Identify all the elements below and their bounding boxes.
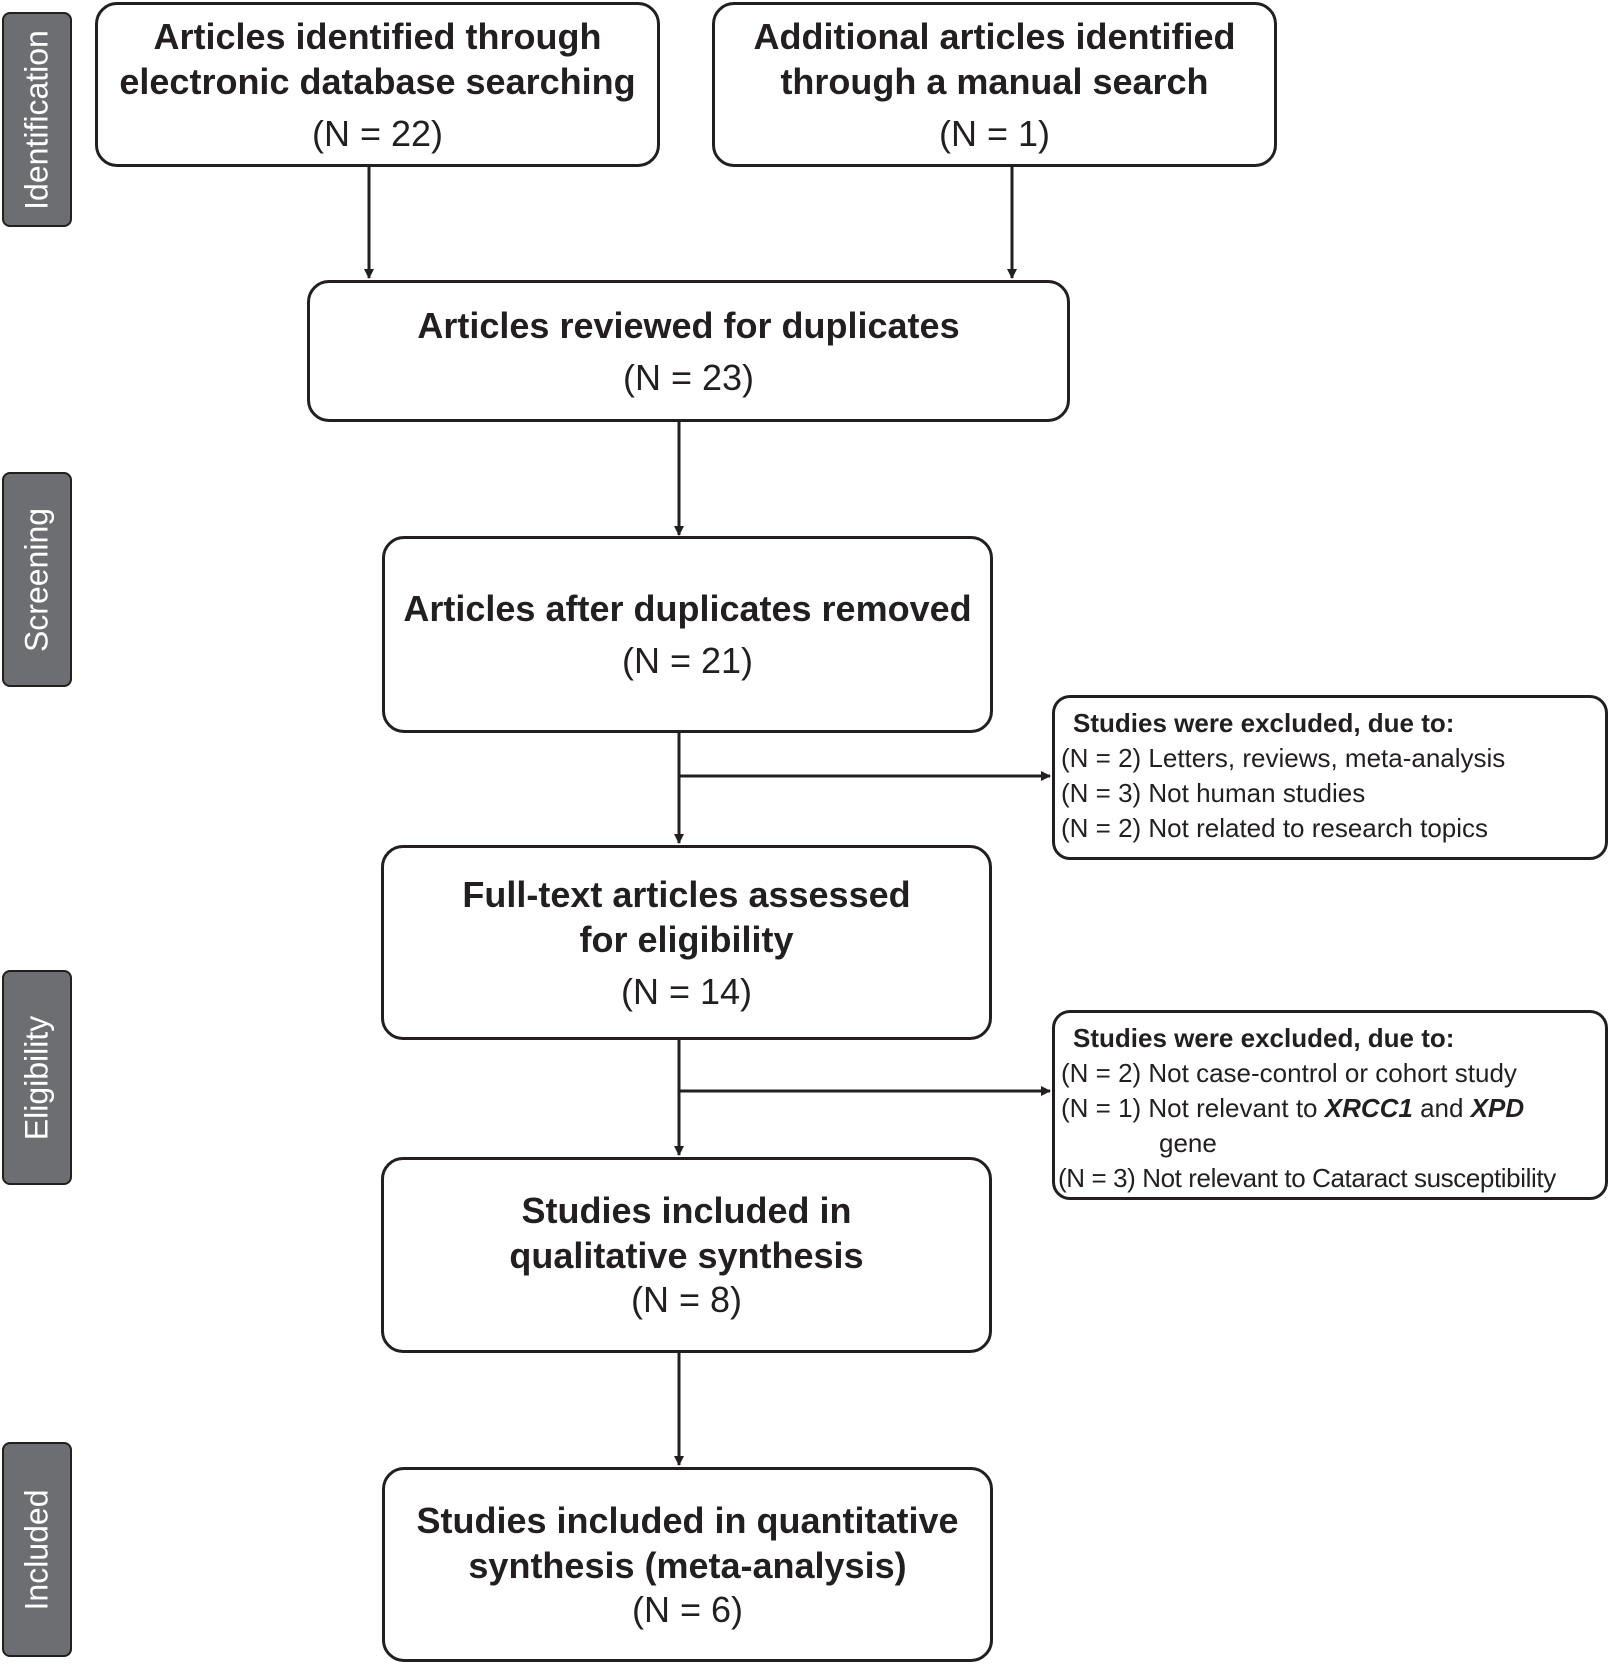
box-title: Studies included in [521,1190,852,1231]
box-title: Articles reviewed for duplicates [417,304,960,346]
box-count: (N = 6) [631,1588,744,1630]
box-count: (N = 21) [621,640,754,681]
exclusion-reason: (N = 2) Not related to research topics [1061,813,1489,843]
exclusion-heading: Studies were excluded, due to: [1073,1023,1455,1053]
gene-name: XPD [1470,1093,1525,1123]
exclusion-reason-prefix: (N = 1) Not relevant to [1061,1093,1325,1123]
box-count: (N = 14) [620,970,753,1012]
stage-identification: Identification [2,12,72,227]
box-title: synthesis (meta-analysis) [468,1544,907,1586]
gene-name: XRCC1 [1324,1093,1413,1123]
box-count: (N = 23) [622,356,755,398]
box-count: (N = 22) [311,112,444,154]
box-title: Full-text articles assessed [462,873,911,915]
box-database-search: Articles identified through electronic d… [95,2,660,167]
box-count: (N = 8) [630,1279,743,1320]
conjunction: and [1412,1093,1471,1123]
box-title: Articles after duplicates removed [403,588,972,629]
exclusion-box-eligibility: Studies were excluded, due to: (N = 2) N… [1052,1010,1608,1200]
box-title: Studies included in quantitative [416,1499,959,1541]
stage-screening: Screening [2,472,72,687]
exclusion-reason: (N = 3) Not relevant to Cataract suscept… [1058,1163,1556,1193]
box-title: Additional articles identified [753,15,1236,57]
box-after-duplicates: Articles after duplicates removed (N = 2… [382,536,993,733]
exclusion-reason-genes: (N = 1) Not relevant to XRCC1 and XPD [1061,1091,1605,1126]
box-title: electronic database searching [119,60,636,102]
stage-eligibility: Eligibility [2,970,72,1185]
box-manual-search: Additional articles identified through a… [712,2,1277,167]
box-title: qualitative synthesis [509,1235,864,1276]
box-count: (N = 1) [938,112,1051,154]
box-title: Articles identified through [153,15,602,57]
box-title: for eligibility [579,918,794,960]
exclusion-reason-continued: gene [1159,1128,1217,1158]
box-qualitative-synthesis: Studies included in qualitative synthesi… [381,1157,992,1353]
box-reviewed-duplicates: Articles reviewed for duplicates (N = 23… [307,280,1070,422]
box-title: through a manual search [780,60,1209,102]
box-fulltext-assessed: Full-text articles assessed for eligibil… [381,845,992,1040]
exclusion-box-screening: Studies were excluded, due to: (N = 2) L… [1052,695,1608,860]
box-quantitative-synthesis: Studies included in quantitative synthes… [382,1467,993,1662]
exclusion-reason: (N = 2) Not case-control or cohort study [1061,1058,1517,1088]
exclusion-heading: Studies were excluded, due to: [1073,708,1455,738]
exclusion-reason: (N = 2) Letters, reviews, meta-analysis [1061,743,1506,773]
stage-included: Included [2,1442,72,1657]
exclusion-reason: (N = 3) Not human studies [1061,778,1366,808]
